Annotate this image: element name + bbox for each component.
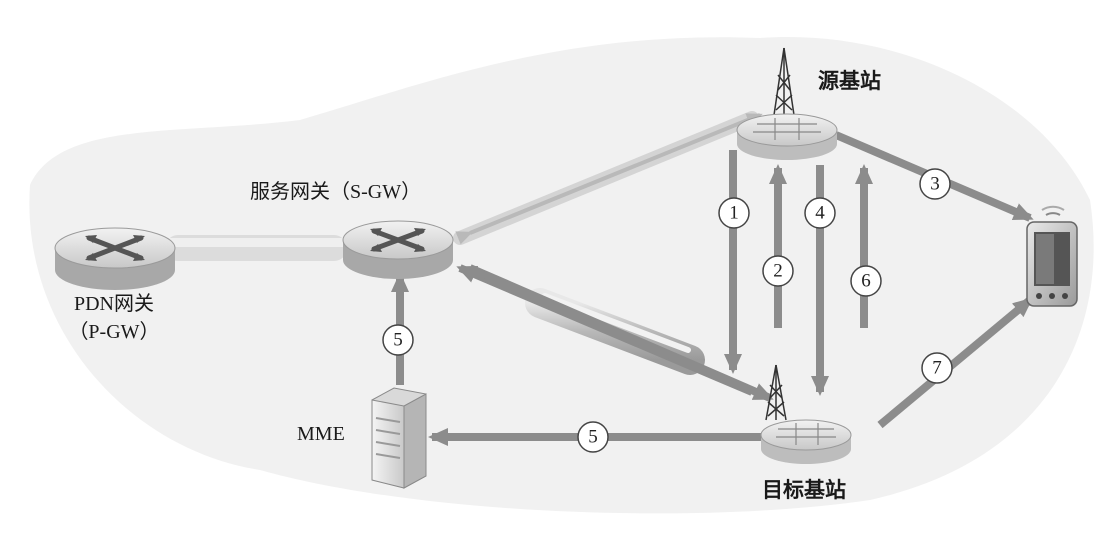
- step-label: 3: [930, 174, 940, 195]
- step-badge: 2: [762, 255, 794, 287]
- target-enb-label: 目标基站: [762, 478, 846, 502]
- router-icon: [54, 227, 176, 290]
- step-badges: 1 2 3 4 5 5 6 7: [382, 168, 953, 453]
- step-badge: 5: [382, 324, 414, 356]
- step-label: 5: [588, 427, 598, 448]
- step-badge: 3: [919, 168, 951, 200]
- step-label: 4: [815, 203, 825, 224]
- base-station-icon: [760, 419, 852, 464]
- step-badge: 6: [850, 265, 882, 297]
- antenna-tower-icon: [773, 47, 795, 116]
- step-badge: 1: [718, 197, 750, 229]
- background-shape: [29, 37, 1094, 514]
- arrow-step-7: [877, 296, 1034, 429]
- sgw-target-arrows: [456, 264, 774, 402]
- step-label: 6: [861, 271, 871, 292]
- antenna-tower-icon: [765, 364, 787, 421]
- pgw-label-line2: （P-GW）: [68, 320, 159, 343]
- router-icon: [342, 220, 454, 279]
- sgw-source-link: [453, 111, 763, 245]
- step-label: 1: [729, 203, 739, 224]
- server-icon: [371, 387, 427, 489]
- step-badge: 4: [804, 197, 836, 229]
- step-badge: 7: [921, 352, 953, 384]
- base-station-icon: [736, 113, 838, 160]
- sgw-pgw-tunnel: [165, 235, 347, 261]
- pgw-label-line1: PDN网关: [74, 292, 154, 315]
- step-badge: 5: [577, 421, 609, 453]
- smartphone-icon: [1026, 205, 1078, 307]
- sgw-label: 服务网关（S-GW）: [250, 180, 421, 203]
- step-label: 5: [393, 330, 403, 351]
- source-enb-label: 源基站: [818, 69, 881, 93]
- step-label: 2: [773, 261, 783, 282]
- step-label: 7: [932, 358, 942, 379]
- mme-label: MME: [297, 423, 345, 445]
